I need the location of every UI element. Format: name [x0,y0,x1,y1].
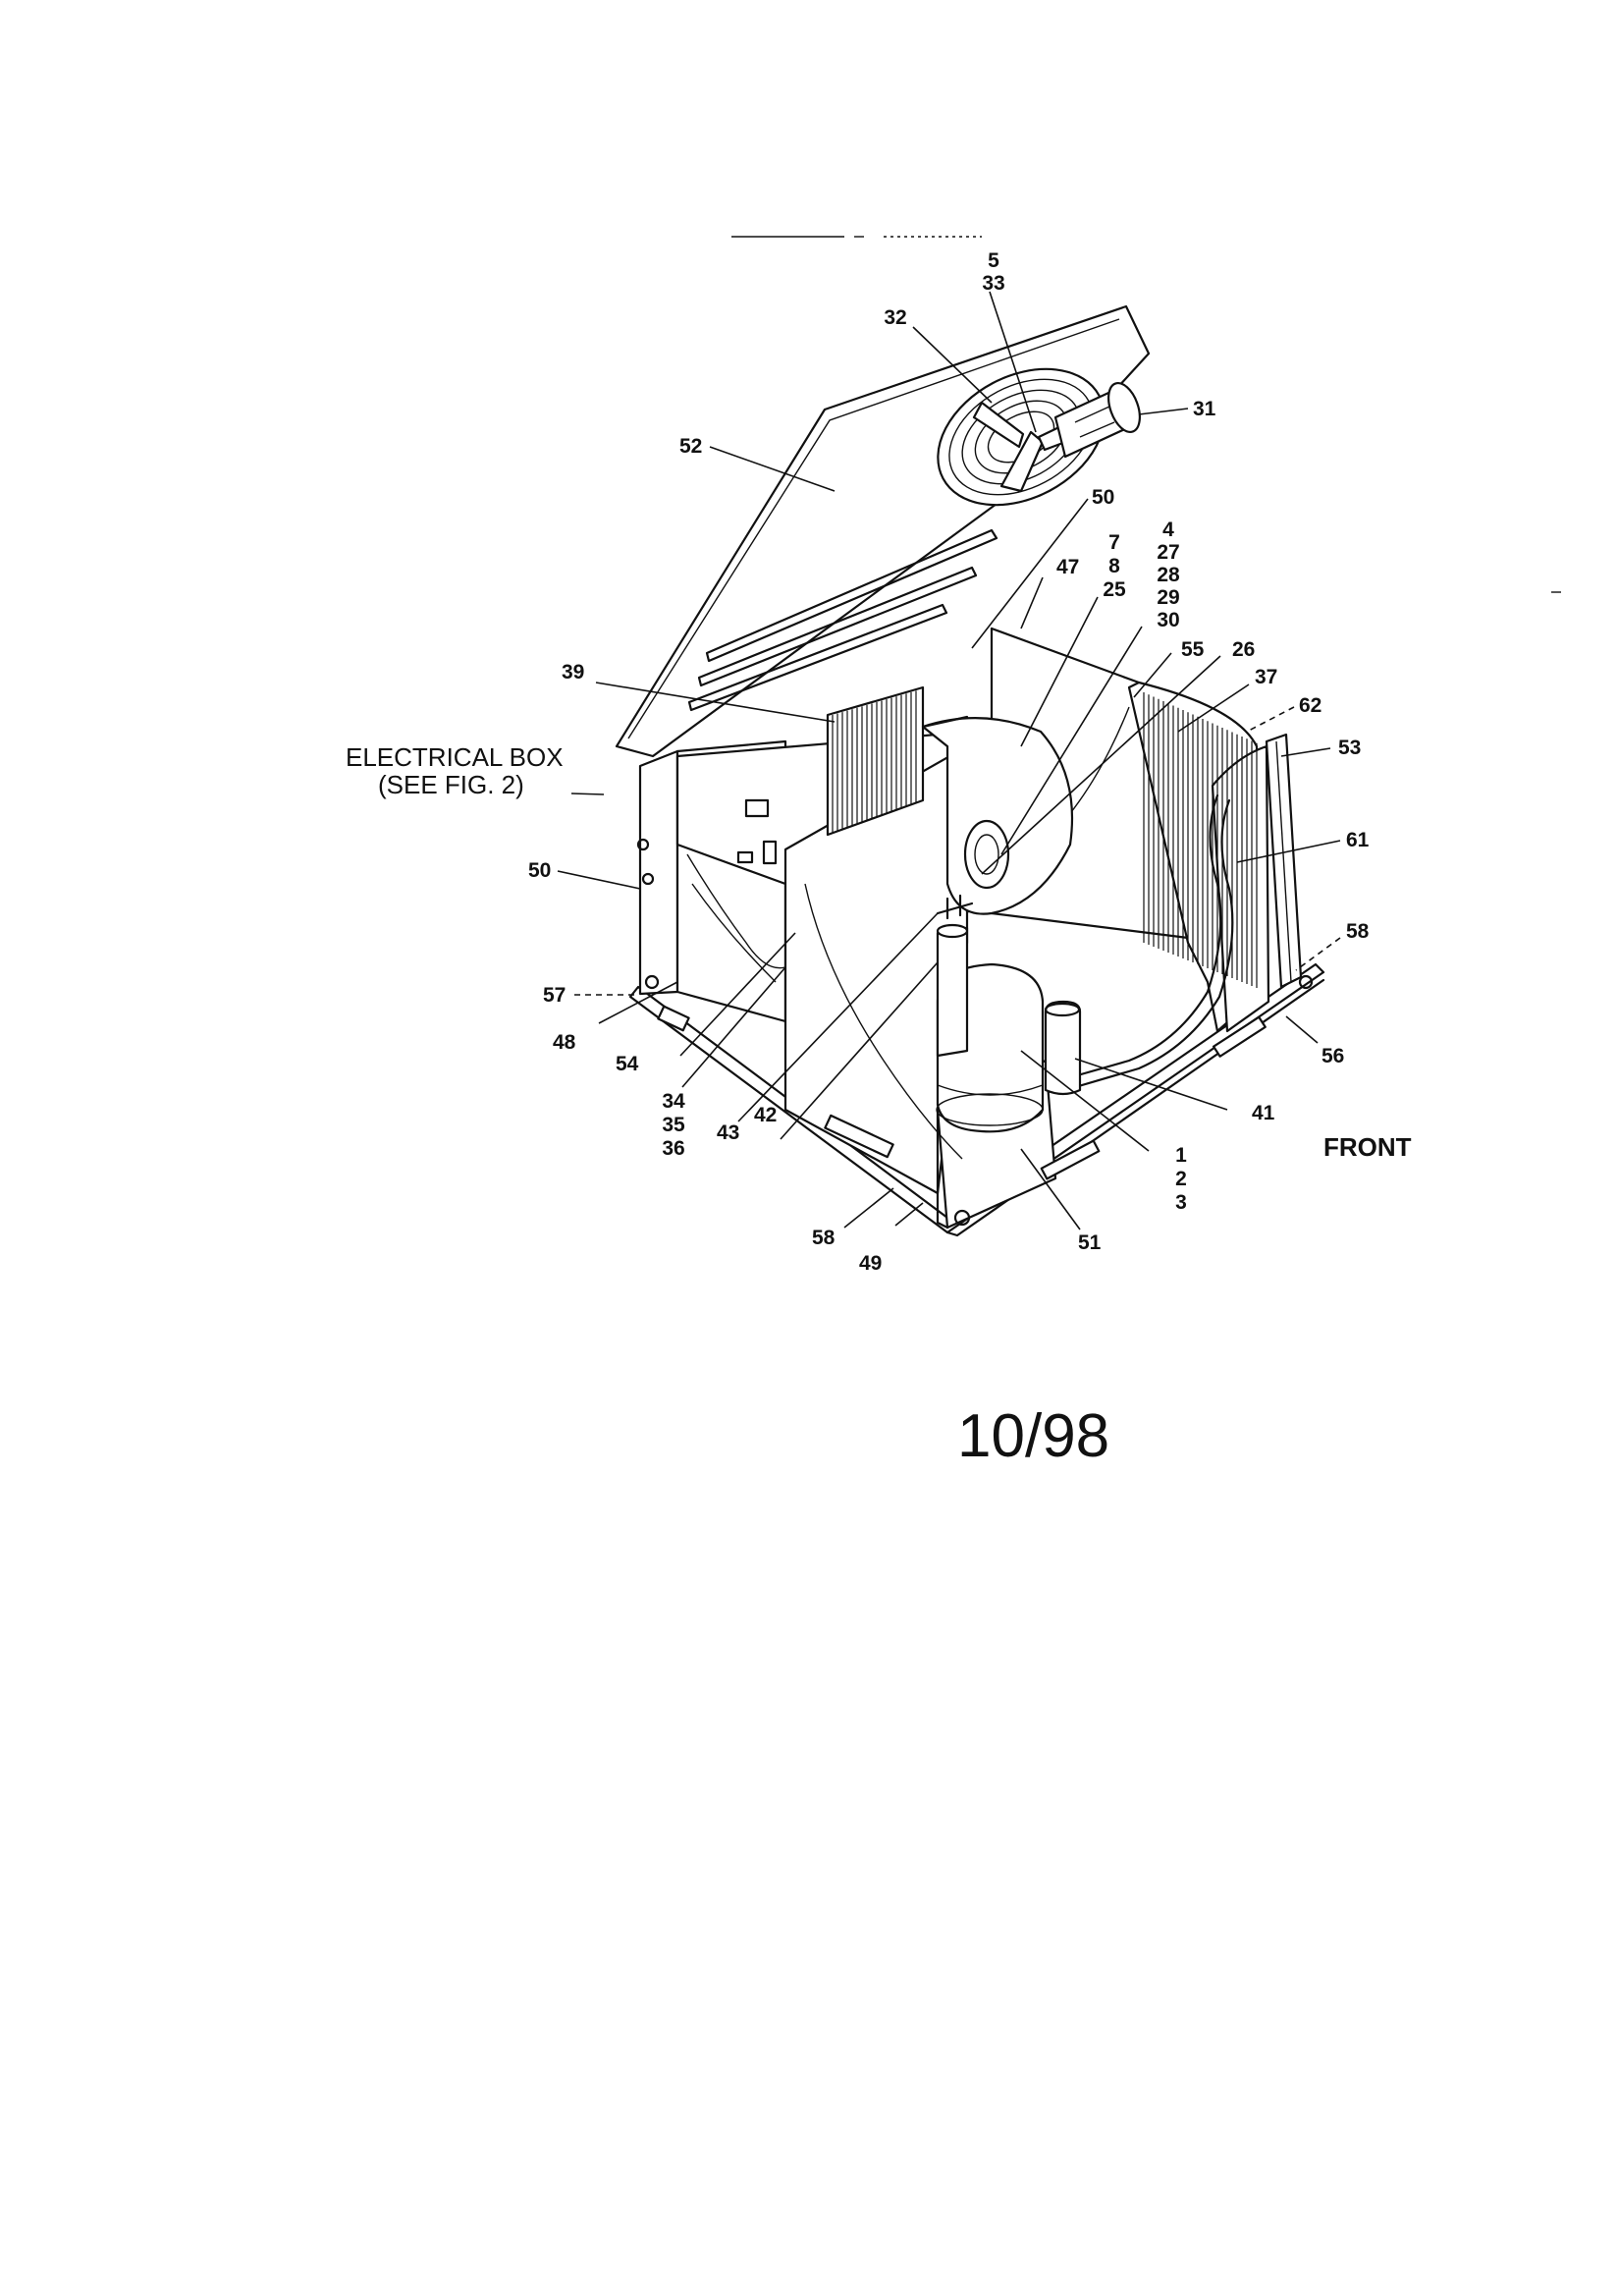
callout-33: 33 [982,272,1004,295]
callout-27: 27 [1157,541,1179,564]
callout-57: 57 [543,984,566,1007]
callout-39: 39 [562,661,584,683]
blower-assembly [921,715,1074,915]
callout-7: 7 [1108,531,1120,554]
callout-49: 49 [859,1252,882,1275]
compressor [936,894,1082,1133]
leader-lines [557,291,1341,1230]
callout-53: 53 [1338,737,1361,759]
evaporator-coil [826,685,925,837]
callout-51: 51 [1078,1231,1102,1254]
callout-5: 5 [988,249,999,272]
callout-32: 32 [884,306,906,329]
callout-56: 56 [1321,1045,1344,1067]
callout-35: 35 [662,1114,685,1136]
callout-2: 2 [1175,1168,1187,1190]
callout-41: 41 [1252,1102,1275,1124]
callout-55: 55 [1181,638,1205,661]
callout-34: 34 [662,1090,685,1113]
callout-48: 48 [553,1031,576,1054]
callout-25: 25 [1103,578,1126,601]
condenser-coil [1127,681,1270,1033]
callout-31: 31 [1193,398,1216,420]
callout-50-left: 50 [528,859,551,882]
callout-36: 36 [662,1137,684,1160]
callout-50-top: 50 [1092,486,1114,509]
callout-labels: 5 33 32 31 52 50 47 7 8 25 4 27 28 29 30… [528,249,1370,1275]
callout-47: 47 [1056,556,1079,578]
front-label: FRONT [1323,1132,1412,1162]
right-end-panel [1265,733,1303,989]
callout-26: 26 [1232,638,1255,661]
callout-42: 42 [754,1104,777,1126]
refrigerant-tubing [1058,793,1234,1092]
callout-29: 29 [1157,586,1179,609]
callout-62: 62 [1299,694,1321,717]
callout-58-right: 58 [1346,920,1370,943]
callout-37: 37 [1255,666,1277,688]
callout-58-bottom: 58 [812,1227,836,1249]
callout-1: 1 [1175,1144,1187,1167]
callout-61: 61 [1346,829,1370,851]
callout-54: 54 [616,1053,639,1075]
callout-8: 8 [1108,555,1120,577]
callout-43: 43 [717,1121,739,1144]
callout-30: 30 [1157,609,1179,631]
electrical-box-label: ELECTRICAL BOX [346,742,564,772]
callout-4: 4 [1162,519,1174,541]
callout-28: 28 [1157,564,1180,586]
callout-52: 52 [679,435,702,458]
condenser-fan-assembly [937,367,1141,507]
date-code: 10/98 [957,1402,1109,1470]
electrical-box-ref: (SEE FIG. 2) [378,770,524,799]
callout-3: 3 [1175,1191,1187,1214]
